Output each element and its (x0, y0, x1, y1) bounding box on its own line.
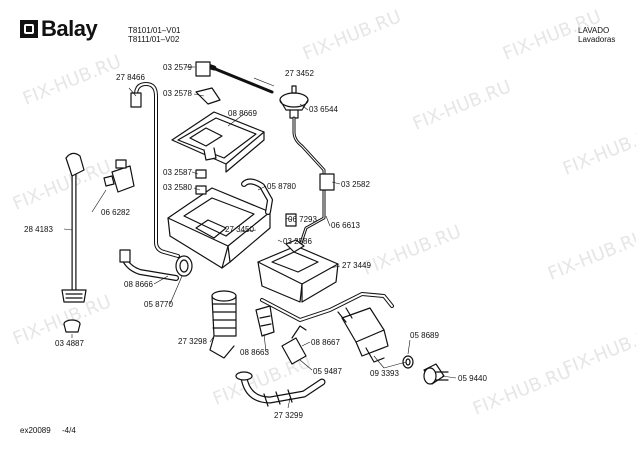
part-label: 03 4887 (55, 339, 84, 348)
part-label: 27 3299 (274, 411, 303, 420)
part-label: 27 3452 (285, 69, 314, 78)
connector-05-9440 (423, 363, 449, 385)
part-label: 03 2586 (283, 237, 312, 246)
part-label: 03 2579 (163, 63, 192, 72)
part-label: 05 9487 (313, 367, 342, 376)
hose-27-8466 (130, 82, 180, 258)
part-label: 27 3449 (342, 261, 371, 270)
part-label: 03 2578 (163, 89, 192, 98)
clip-08-8663 (255, 305, 275, 337)
part-label: 05 8689 (410, 331, 439, 340)
cap-03-4887 (63, 319, 81, 333)
pressure-switch-03-6544 (279, 85, 309, 119)
part-labels: 03 2579 27 3452 27 8466 03 2578 08 8669 … (24, 63, 487, 420)
footer-page: -4/4 (62, 426, 76, 435)
bellows-27-3298 (209, 290, 237, 359)
washer-05-8689 (402, 355, 414, 369)
subcategory-label: Lavadoras (578, 35, 616, 44)
part-label: 03 2587 (163, 168, 192, 177)
part-label: 27 8466 (116, 73, 145, 82)
pipe-28-4183 (61, 152, 87, 303)
hose-05-8780 (241, 178, 273, 215)
drawer-top-08-8669 (171, 111, 265, 173)
model-number-2: T8111/01–V02 (128, 35, 180, 44)
part-label: 05 9440 (458, 374, 487, 383)
part-label: 28 4183 (24, 225, 53, 234)
brand-logo: Balay (20, 16, 98, 41)
part-label: 03 2580 (163, 183, 192, 192)
part-label: 08 8666 (124, 280, 153, 289)
clip-03-2587 (195, 169, 207, 195)
part-label: 09 3393 (370, 369, 399, 378)
part-label: 08 8667 (311, 338, 340, 347)
part-label: 05 8770 (144, 300, 173, 309)
part-label: 27 3298 (178, 337, 207, 346)
connector-03-2582 (319, 173, 335, 191)
siphon-27-3449 (257, 239, 339, 303)
nut-06-7293 (285, 213, 297, 227)
part-label: 08 8669 (228, 109, 257, 118)
inlet-valve (337, 307, 389, 363)
part-label: 27 3450 (225, 225, 254, 234)
hose-08-8666 (119, 249, 179, 281)
footer-code: ex20089 (20, 426, 51, 435)
part-label: 03 6544 (309, 105, 338, 114)
valve-06-6282 (103, 159, 135, 193)
category-label: LAVADO (578, 26, 610, 35)
clamp-05-8770 (175, 255, 193, 277)
part-label: 08 8663 (240, 348, 269, 357)
part-label: 05 8780 (267, 182, 296, 191)
valve-05-9487 (281, 325, 307, 365)
bracket-03-2578 (195, 61, 221, 105)
logo-text: Balay (41, 16, 98, 41)
part-label: 06 7293 (288, 215, 317, 224)
logo-mark-icon (20, 20, 38, 38)
part-label: 03 2582 (341, 180, 370, 189)
model-number-1: T8101/01–V01 (128, 26, 181, 35)
part-label: 06 6613 (331, 221, 360, 230)
part-label: 06 6282 (101, 208, 130, 217)
tube-06-6613 (292, 116, 326, 248)
hose-08-8667 (260, 292, 394, 322)
hose-27-3299 (235, 371, 326, 407)
